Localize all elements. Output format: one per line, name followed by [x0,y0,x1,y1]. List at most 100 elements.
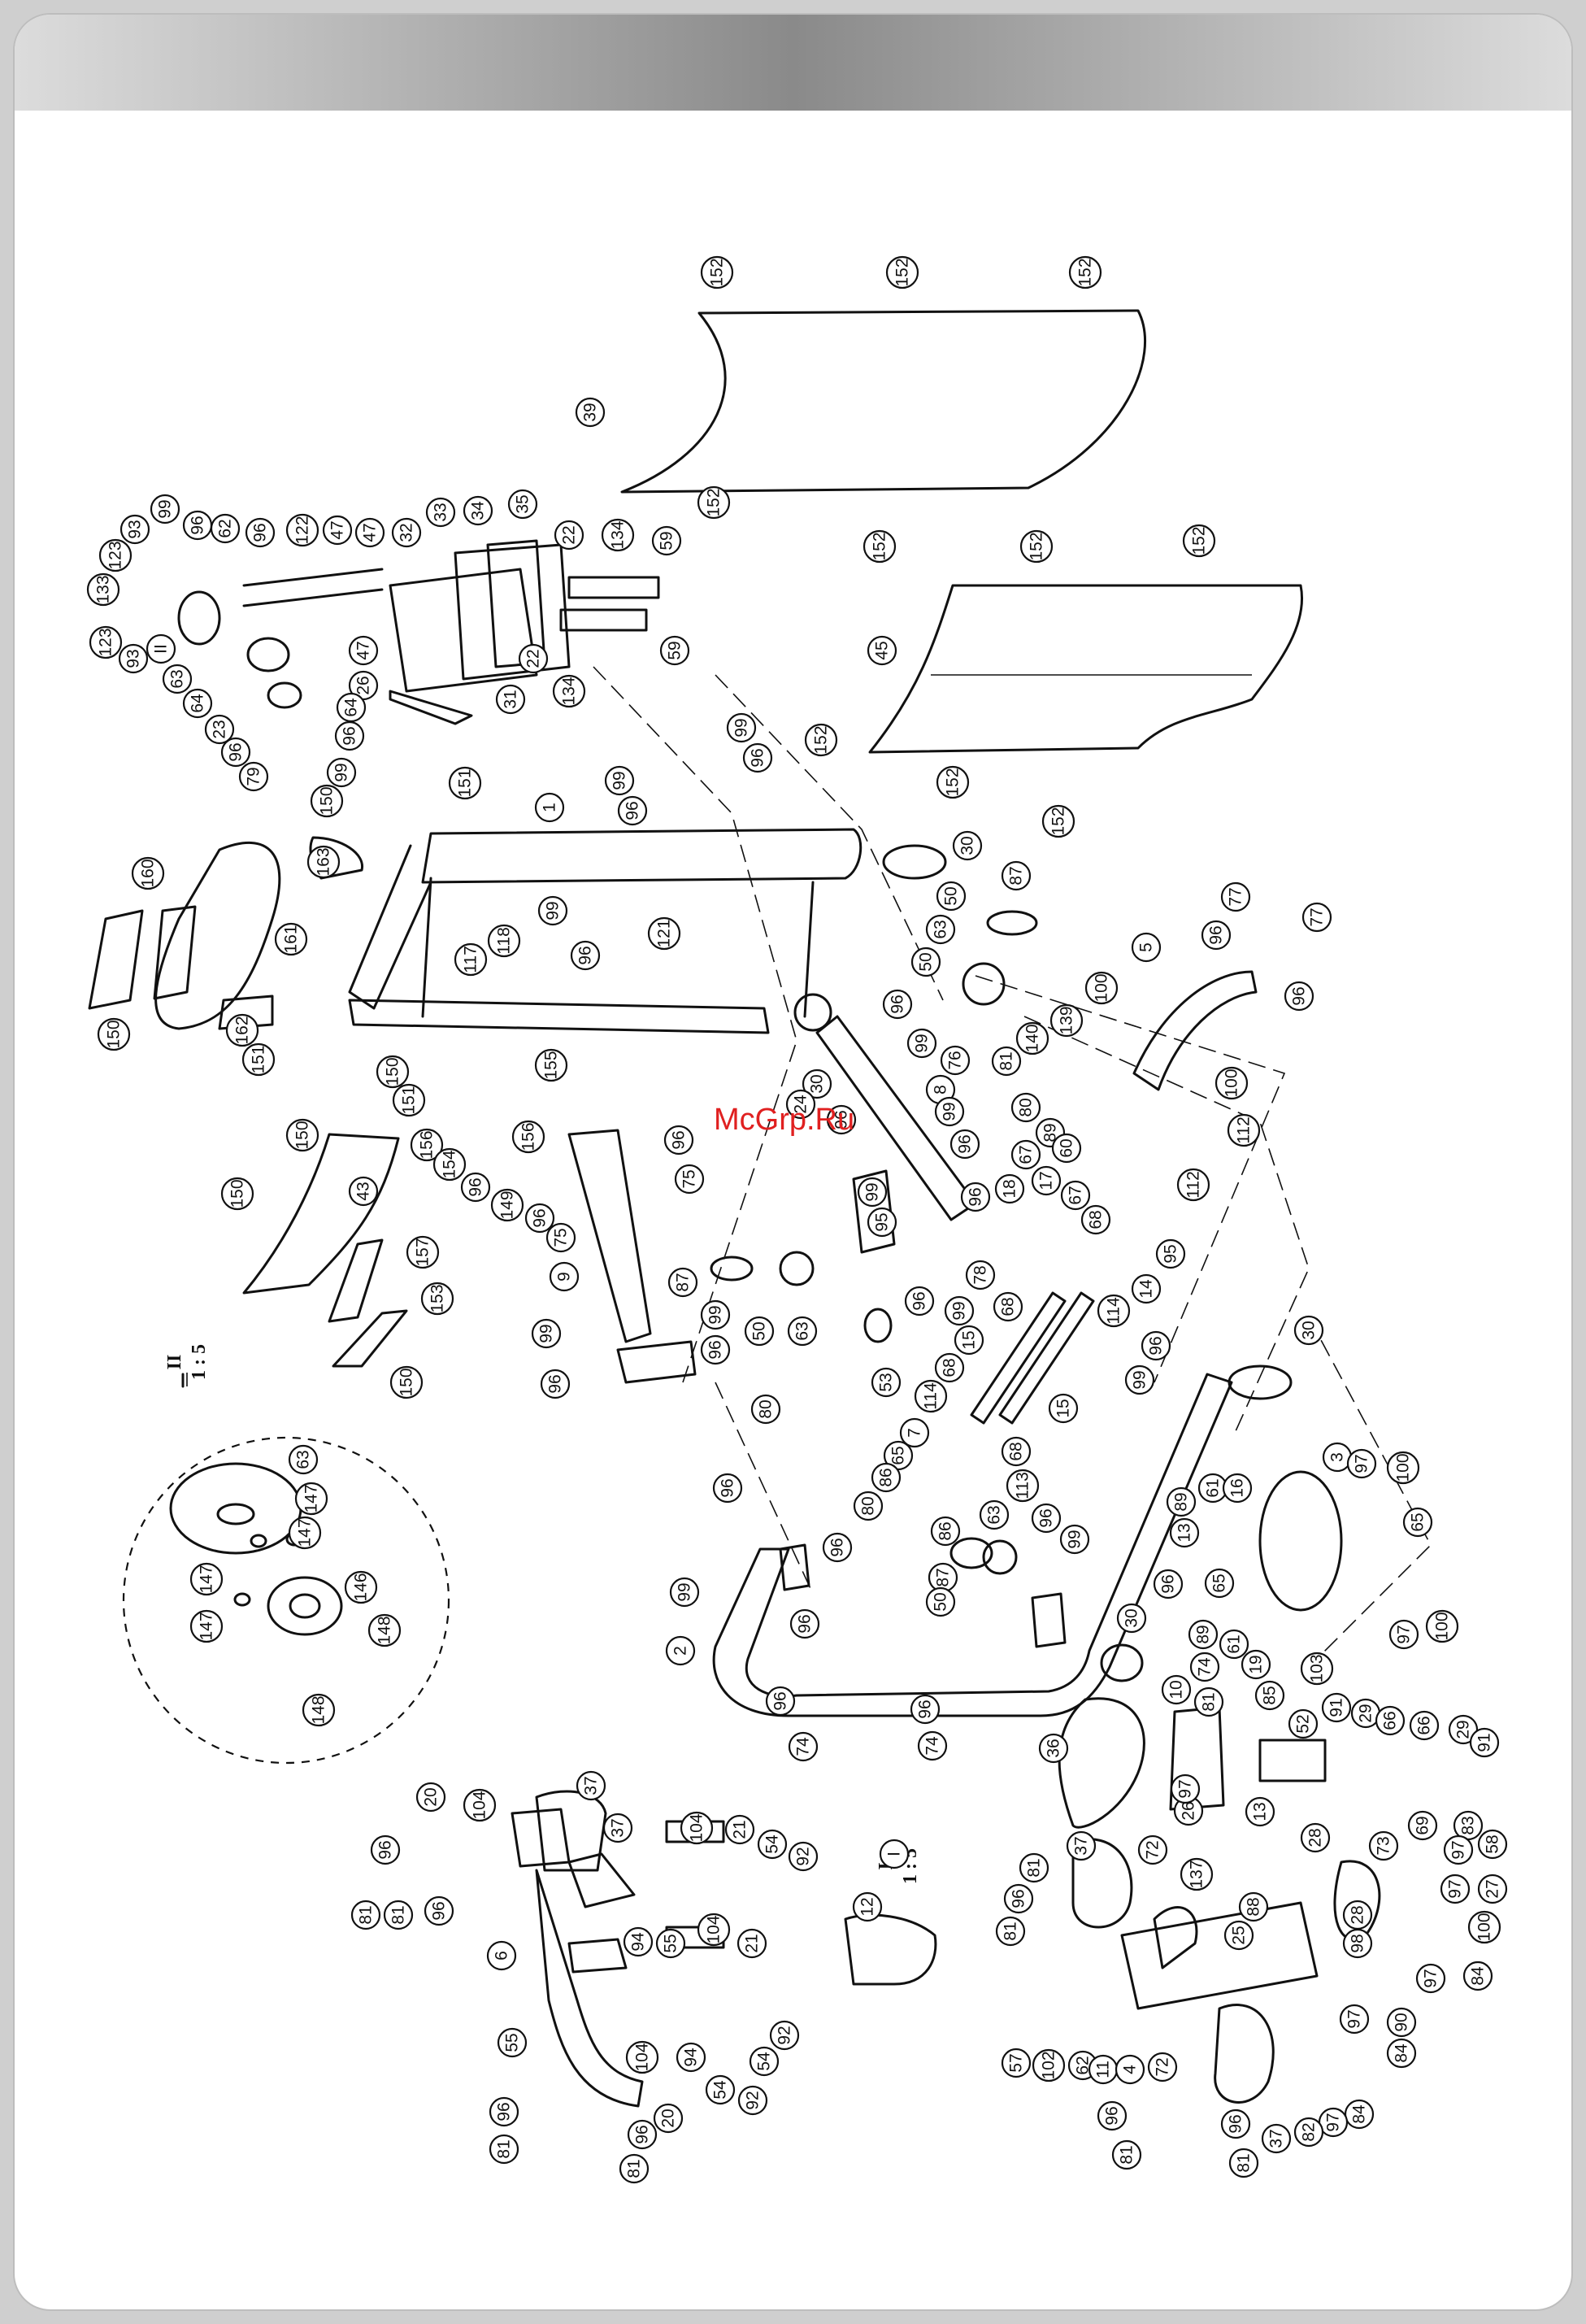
callout-circle [432,1147,467,1182]
part-number: 118 [495,927,514,954]
callout-circle [925,1586,956,1617]
callout-circle [575,397,606,428]
callout-circle [1254,1680,1285,1711]
part-number: 55 [503,2033,522,2052]
part-callout: 96 [960,1182,991,1212]
part-number: 80 [757,1399,776,1418]
part-callout: 65 [1204,1568,1235,1599]
callout-circle [899,1417,930,1448]
part-number: 55 [662,1934,680,1952]
callout-circle [1293,2117,1324,2148]
part-number: 81 [1200,1692,1219,1711]
callout-circle [857,1177,888,1208]
callout-circle [225,1013,259,1047]
part-callout: 91 [1469,1727,1500,1758]
callout-circle [86,572,120,607]
part-number: 7 [906,1428,924,1438]
part-number: 152 [1028,532,1046,560]
part-number: 96 [376,1840,395,1859]
part-callout: 96 [570,940,601,971]
callout-circle [348,635,379,666]
part-number: 91 [1327,1698,1346,1717]
part-callout: 32 [391,517,422,548]
part-number: 96 [1103,2106,1122,2125]
callout-circle [676,2042,706,2073]
part-callout: 72 [1147,2052,1178,2082]
part-callout: 150 [97,1017,131,1051]
part-number: 63 [932,920,950,938]
callout-circle [460,1172,491,1203]
part-callout: 79 [238,761,269,792]
part-number: 81 [1002,1921,1020,1940]
part-number: 22 [560,525,579,544]
callout-circle [867,1207,897,1238]
callout-circle [934,1096,965,1127]
part-callout: 89 [1188,1619,1219,1650]
detail-ii-scale: 1 : 5 [189,1344,210,1380]
part-callout: 28 [1342,1900,1373,1930]
part-number: 53 [877,1373,896,1391]
callout-circle [1155,1238,1186,1269]
part-number: 151 [400,1086,419,1114]
part-number: 96 [341,726,359,745]
callout-circle [302,1693,336,1727]
part-callout: 87 [928,1562,958,1593]
part-callout: 34 [463,495,493,526]
part-number: 16 [1228,1478,1247,1497]
part-number: 134 [560,677,579,705]
part-callout: 97 [1170,1773,1201,1804]
callout-circle [1409,1710,1440,1741]
part-number: 148 [310,1695,328,1724]
part-callout: 63 [979,1499,1010,1530]
part-number: 156 [519,1122,538,1151]
part-number: 152 [893,258,912,286]
part-number: 96 [1207,925,1226,944]
callout-circle [1204,1568,1235,1599]
part-callout: 121 [647,916,681,951]
detail-ii-circle [122,1436,450,1765]
callout-circle [549,1261,580,1292]
part-number: 152 [871,532,889,560]
part-number: 92 [744,2091,763,2109]
callout-circle [463,1788,497,1822]
part-number: 62 [216,519,235,537]
callout-circle [1010,1139,1041,1170]
part-callout: 84 [1462,1961,1493,1991]
callout-circle [511,1120,545,1154]
part-callout: 59 [651,525,682,556]
callout-circle [1189,1652,1220,1682]
callout-circle [944,1295,975,1326]
part-number: 78 [971,1265,990,1284]
part-number: 26 [1180,1801,1198,1820]
callout-circle [306,845,341,879]
callout-circle [826,1104,857,1135]
callout-circle [454,942,488,977]
part-callout: 37 [576,1770,606,1801]
part-callout: 81 [995,1916,1026,1947]
part-number: 96 [1147,1336,1166,1355]
callout-circle [545,1222,576,1253]
callout-circle [241,1042,276,1077]
part-number: 50 [932,1592,950,1611]
part-callout: 96 [220,737,251,768]
callout-circle [1300,1822,1331,1853]
part-number: 65 [889,1446,908,1464]
part-number: 29 [1357,1704,1375,1722]
part-number: 61 [1204,1478,1223,1497]
part-number: 63 [985,1505,1004,1524]
part-number: 68 [999,1297,1018,1316]
part-number: 104 [471,1791,489,1819]
callout-circle [936,881,967,912]
part-callout: 76 [940,1045,971,1076]
part-callout: 30 [1293,1315,1324,1346]
callout-circle [700,1334,731,1365]
callout-circle [1300,1652,1334,1686]
callout-circle [220,1177,254,1211]
callout-circle [853,1491,884,1521]
callout-circle [1368,1830,1399,1861]
part-callout: 54 [757,1829,788,1860]
callout-circle [1170,1773,1201,1804]
callout-circle [904,1286,935,1316]
callout-circle [1321,1692,1352,1723]
